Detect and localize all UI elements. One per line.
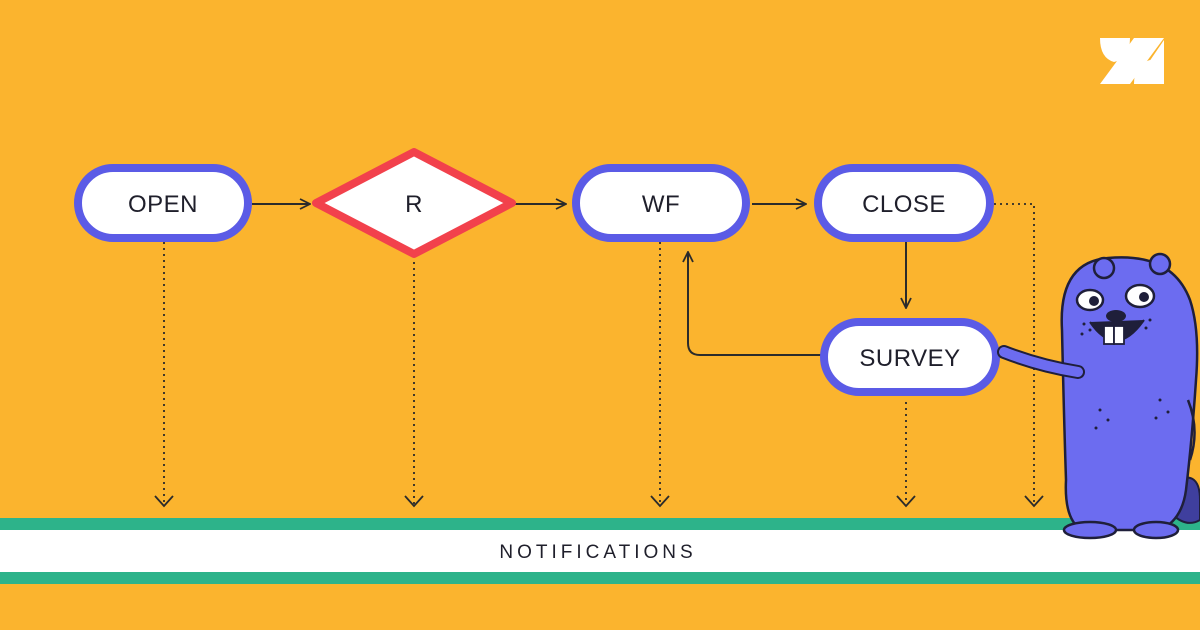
node-decision-r[interactable]: R [312,148,516,258]
node-close-shape [814,164,994,242]
wf-to-notifications-arrow [650,495,670,508]
node-open-label: OPEN [128,191,198,218]
r-to-notifications-arrow [404,495,424,508]
beaver-arm [999,347,1083,377]
beaver-foot-right [1132,520,1180,540]
close-to-notifications-line [994,203,1035,504]
node-survey-label: SURVEY [859,345,960,372]
node-open-shape [74,164,252,242]
node-open[interactable]: OPEN [74,164,252,242]
logo-bottom-right-shape [1134,60,1164,84]
beaver-foot-left [1062,520,1118,540]
notification-connectors [154,203,1044,508]
close-to-notifications-arrow [1024,495,1044,508]
beaver-tooth-right [1113,325,1125,345]
node-close[interactable]: CLOSE [814,164,994,242]
node-decision-label: R [405,191,423,218]
node-wf[interactable]: WF [572,164,750,242]
notifications-label: NOTIFICATIONS [499,542,696,563]
notifications-band: NOTIFICATIONS [0,518,1200,584]
beaver-whisker-dots [1080,318,1152,336]
node-wf-shape [572,164,750,242]
band-bottom-stripe [0,572,1200,584]
beaver-pupil-right [1139,292,1149,302]
node-survey[interactable]: SURVEY [820,318,1000,396]
node-wf-label: WF [642,191,680,218]
beaver-ear-left [1092,256,1116,280]
zendesk-logo-icon [1100,38,1164,84]
beaver-mascot-icon [997,252,1200,540]
open-to-notifications-arrow [154,495,174,508]
beaver-ear-right [1148,252,1172,276]
node-survey-shape [820,318,1000,396]
band-top-stripe [0,518,1200,530]
beaver-belly-dots [1094,398,1170,430]
beaver-pupil-left [1089,296,1099,306]
beaver-tooth-left [1103,325,1115,345]
survey-to-wf-arrow [688,252,822,356]
node-close-label: CLOSE [862,191,946,218]
beaver-arm-right [1186,399,1196,461]
beaver-nose [1106,310,1126,322]
logo-slash-left [1100,38,1164,84]
survey-to-notifications-arrow [896,495,916,508]
flow-connectors [252,204,906,356]
node-decision-shape [312,148,516,258]
band-body [0,530,1200,572]
